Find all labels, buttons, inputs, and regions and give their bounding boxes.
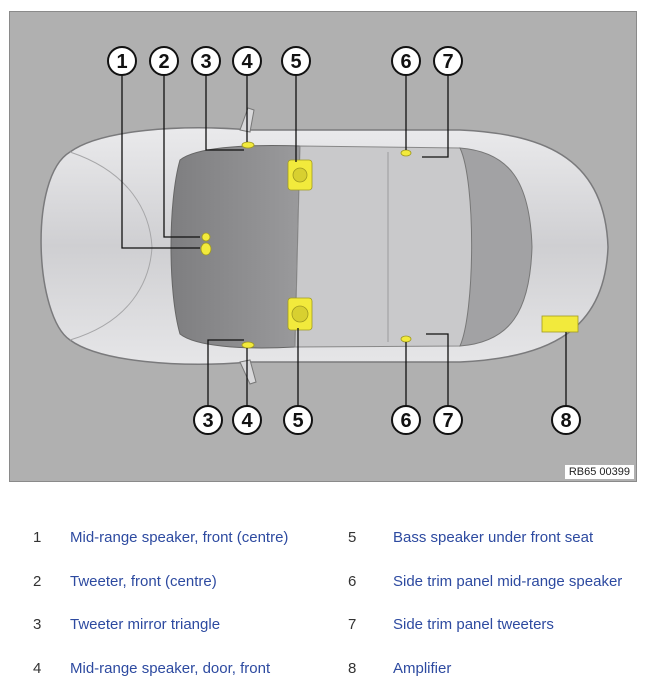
callouts-top: 1 2 3 4 5 6 7 bbox=[107, 46, 463, 76]
svg-text:4: 4 bbox=[241, 51, 253, 73]
mid-range-front-centre bbox=[200, 242, 212, 256]
callout-5-bottom: 5 bbox=[283, 405, 313, 435]
side-mid-top bbox=[400, 149, 412, 157]
tweeter-front-centre bbox=[201, 232, 211, 242]
callout-3-bottom: 3 bbox=[193, 405, 223, 435]
side-mid-bottom bbox=[400, 335, 412, 343]
legend-label: Mid-range speaker, front (centre) bbox=[70, 529, 289, 546]
svg-text:5: 5 bbox=[290, 51, 301, 73]
legend-number: 1 bbox=[33, 529, 42, 546]
rear-window bbox=[459, 147, 533, 347]
legend-label: Amplifier bbox=[393, 660, 452, 677]
callout-4: 4 bbox=[232, 46, 262, 76]
windscreen bbox=[170, 145, 301, 349]
legend-number: 8 bbox=[348, 660, 357, 677]
amplifier-marker bbox=[541, 315, 579, 333]
svg-text:6: 6 bbox=[400, 51, 411, 73]
svg-text:3: 3 bbox=[200, 51, 211, 73]
legend-number: 7 bbox=[348, 616, 357, 633]
svg-text:4: 4 bbox=[241, 410, 253, 432]
legend-number: 4 bbox=[33, 660, 42, 677]
svg-text:3: 3 bbox=[202, 410, 213, 432]
callout-3: 3 bbox=[191, 46, 221, 76]
door-speaker-bottom bbox=[241, 341, 255, 349]
speaker-markers bbox=[200, 141, 579, 349]
svg-text:1: 1 bbox=[116, 51, 127, 73]
callout-6: 6 bbox=[391, 46, 421, 76]
callout-4-bottom: 4 bbox=[232, 405, 262, 435]
legend-label: Mid-range speaker, door, front bbox=[70, 660, 271, 677]
callout-1: 1 bbox=[107, 46, 137, 76]
car-top-view: 1 2 3 4 5 6 7 3 4 5 6 7 8 bbox=[40, 46, 609, 435]
callout-leaders bbox=[121, 72, 567, 408]
svg-text:7: 7 bbox=[442, 410, 453, 432]
legend-label: Tweeter mirror triangle bbox=[70, 616, 221, 633]
legend-number: 2 bbox=[33, 573, 42, 590]
legend-number: 5 bbox=[348, 529, 357, 546]
speaker-layout-diagram: 1 2 3 4 5 6 7 3 4 5 6 7 8 RB65 00399 bbox=[9, 11, 637, 482]
callout-5: 5 bbox=[281, 46, 311, 76]
legend-number: 6 bbox=[348, 573, 357, 590]
legend-label: Bass speaker under front seat bbox=[393, 529, 594, 546]
svg-text:7: 7 bbox=[442, 51, 453, 73]
svg-text:8: 8 bbox=[560, 410, 571, 432]
roof bbox=[294, 145, 477, 348]
callout-7: 7 bbox=[433, 46, 463, 76]
legend-label: Side trim panel mid-range speaker bbox=[393, 573, 623, 590]
reference-code: RB65 00399 bbox=[564, 465, 634, 479]
callouts-bottom: 3 4 5 6 7 8 bbox=[193, 405, 581, 435]
door-speaker-top bbox=[241, 141, 255, 149]
svg-text:6: 6 bbox=[400, 410, 411, 432]
legend-label: Tweeter, front (centre) bbox=[70, 573, 217, 590]
mirror-right bbox=[239, 359, 257, 385]
svg-text:2: 2 bbox=[158, 51, 169, 73]
callout-6-bottom: 6 bbox=[391, 405, 421, 435]
legend-number: 3 bbox=[33, 616, 42, 633]
legend-label: Side trim panel tweeters bbox=[393, 616, 554, 633]
callout-8-bottom: 8 bbox=[551, 405, 581, 435]
svg-text:5: 5 bbox=[292, 410, 303, 432]
callout-2: 2 bbox=[149, 46, 179, 76]
callout-7-bottom: 7 bbox=[433, 405, 463, 435]
